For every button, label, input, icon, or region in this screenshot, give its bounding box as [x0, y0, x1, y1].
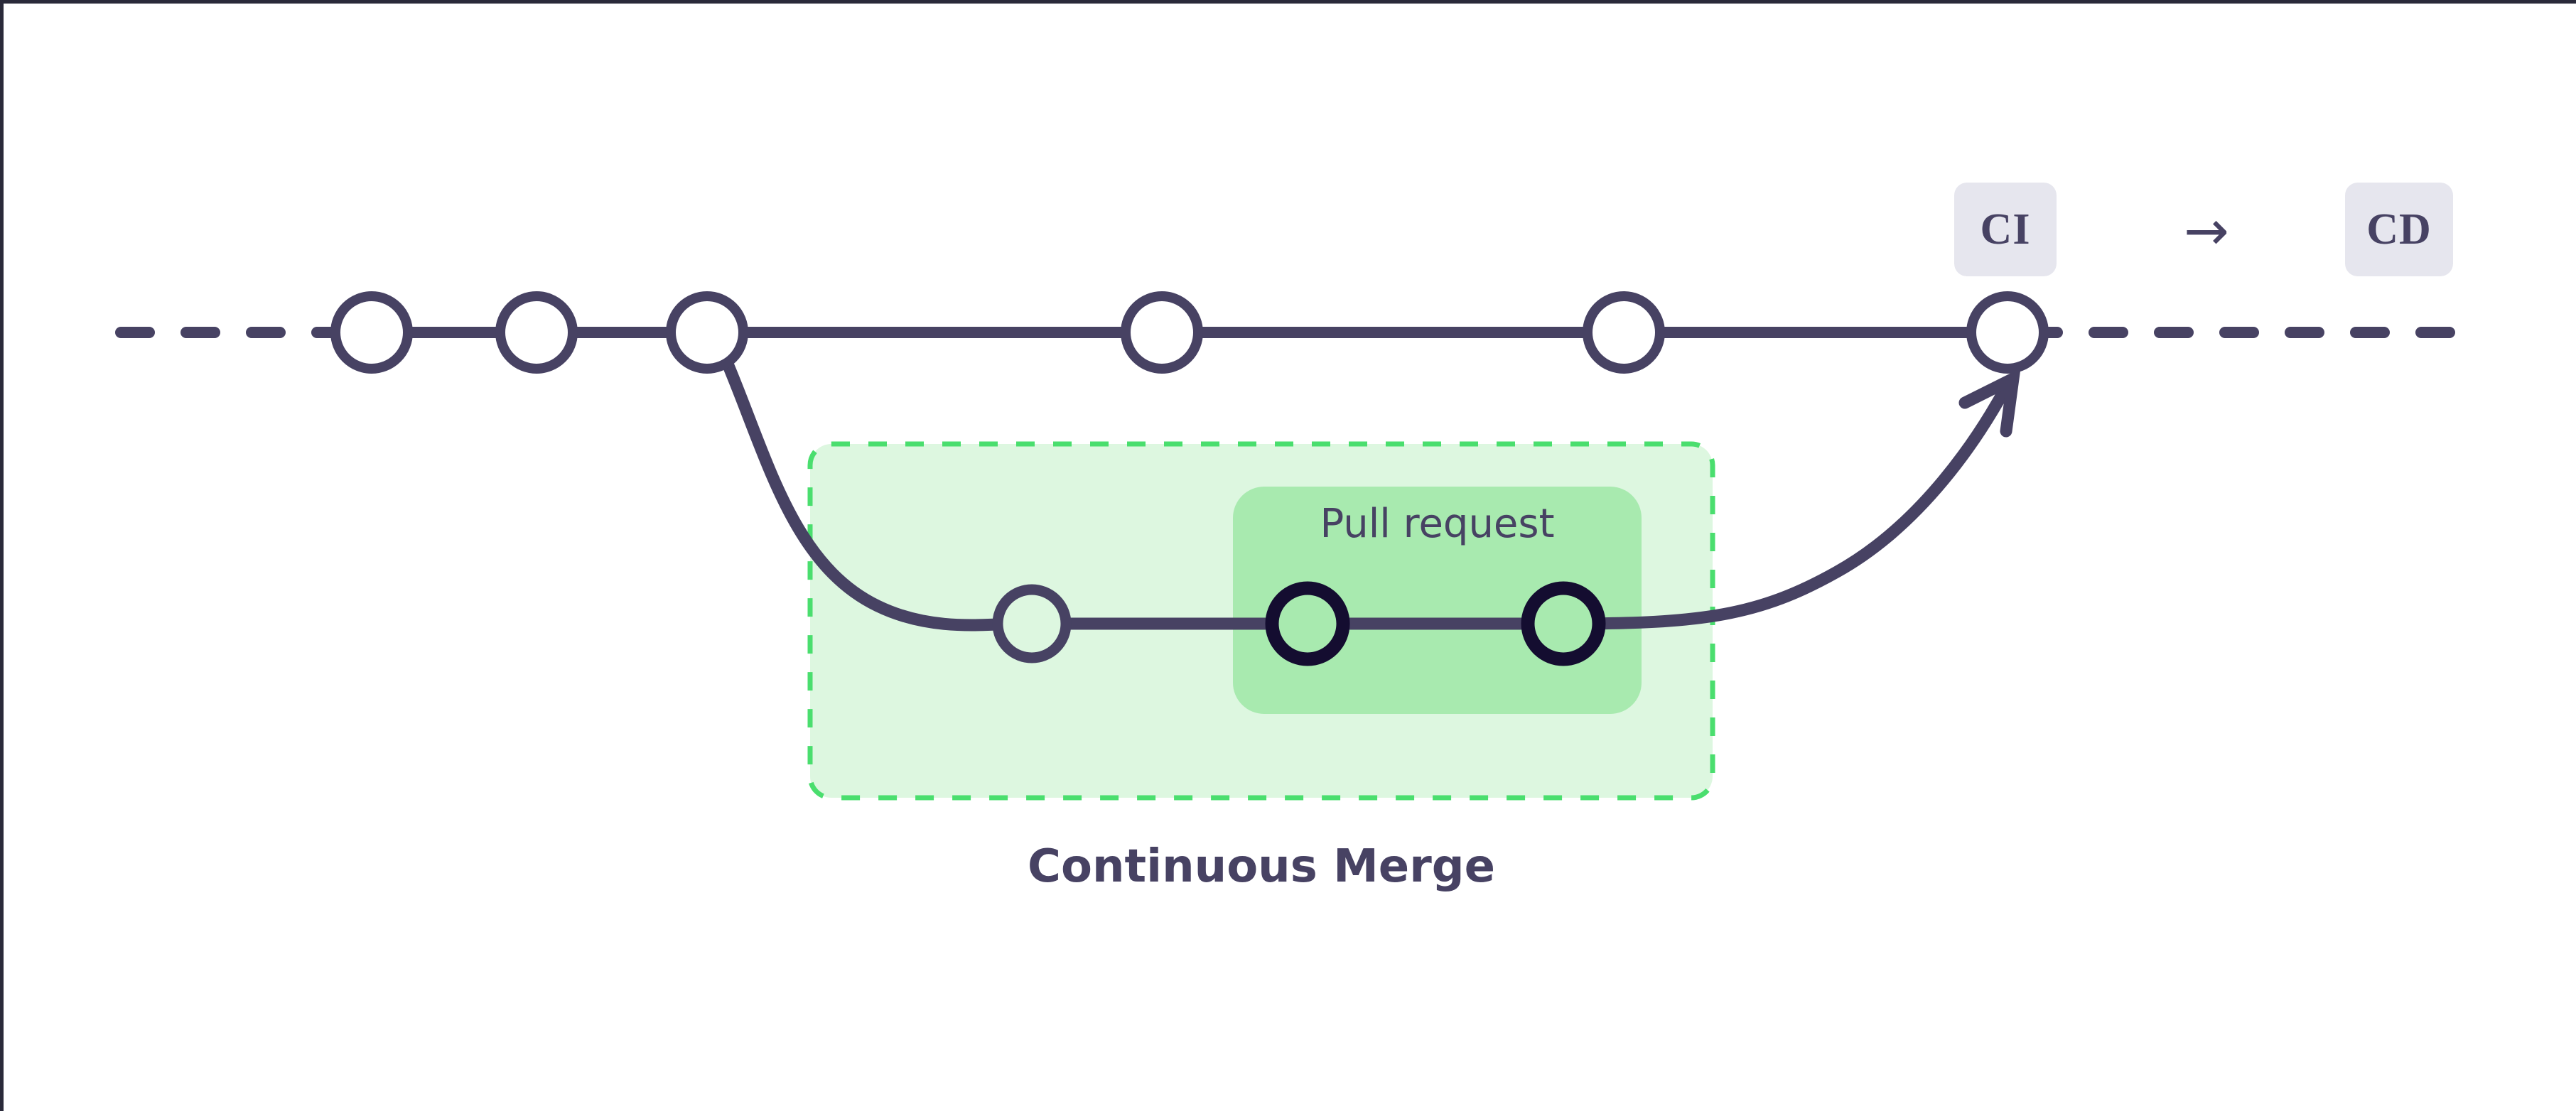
- commit-node-3-fork[interactable]: [666, 291, 748, 374]
- branch-commit-node-1[interactable]: [992, 584, 1072, 663]
- commit-node-2[interactable]: [495, 291, 578, 374]
- git-graph-svg: [115, 291, 2469, 801]
- commit-node-4[interactable]: [1121, 291, 1203, 374]
- pipeline-arrow-icon: →: [2184, 199, 2229, 262]
- pull-request-commit-node-2[interactable]: [1521, 581, 1606, 666]
- merge-back-curve: [1561, 381, 2012, 630]
- pull-request-label: Pull request: [1320, 501, 1555, 547]
- continuous-merge-caption: Continuous Merge: [1028, 840, 1495, 893]
- merge-arrowhead-icon: [1958, 368, 2021, 438]
- commit-node-5[interactable]: [1583, 291, 1665, 374]
- commit-node-6-merge[interactable]: [1966, 291, 2049, 374]
- commit-node-1[interactable]: [330, 291, 413, 374]
- ci-badge[interactable]: CI: [1954, 183, 2057, 276]
- pull-request-commit-node-1[interactable]: [1265, 581, 1350, 666]
- cd-badge[interactable]: CD: [2345, 183, 2453, 276]
- branch-fork-curve: [721, 356, 1019, 632]
